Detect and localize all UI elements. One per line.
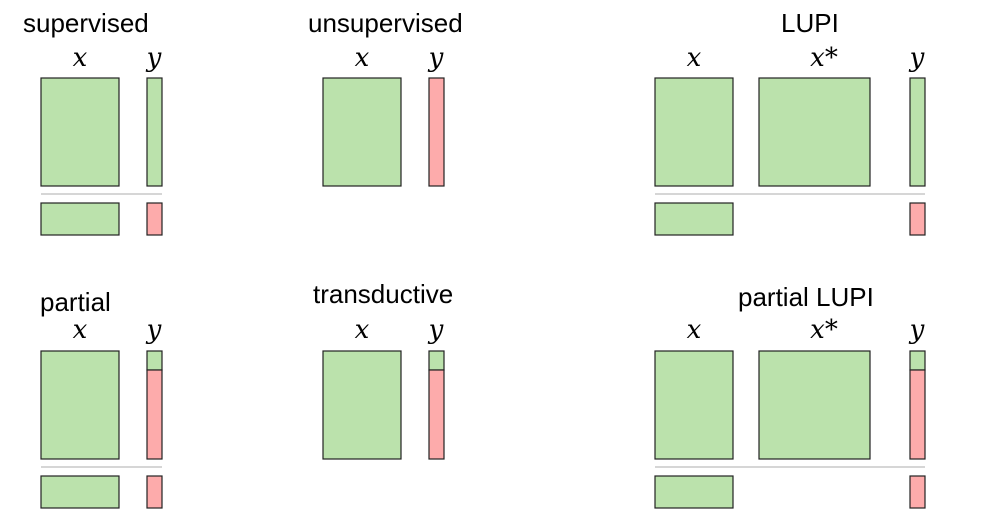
x-label: x <box>73 43 88 73</box>
y-train-labeled-block <box>909 350 926 371</box>
y-label: y <box>428 315 444 345</box>
panel-title: supervised <box>23 8 149 38</box>
x-train-block <box>322 350 402 460</box>
y-label: y <box>428 43 444 73</box>
panel-title: unsupervised <box>308 8 463 38</box>
y-train-labeled-block <box>909 77 926 187</box>
panel-transductive: transductive x y <box>313 279 453 460</box>
y-test-unknown-block <box>146 202 163 236</box>
panel-title: partial LUPI <box>738 282 874 312</box>
x-label: x <box>73 315 88 345</box>
x-train-block <box>40 77 120 187</box>
x-train-block <box>322 77 402 187</box>
x-star-label: x* <box>810 315 838 345</box>
panel-partial: partial x y <box>40 287 163 509</box>
y-label: y <box>146 43 162 73</box>
x-test-block <box>654 475 734 509</box>
panel-lupi: LUPI x x* y <box>654 8 926 236</box>
y-train-labeled-block <box>428 350 445 371</box>
x-test-block <box>40 202 120 236</box>
panel-title: LUPI <box>781 8 839 38</box>
y-label: y <box>909 43 925 73</box>
panel-unsupervised: unsupervised x y <box>308 8 463 187</box>
y-train-unknown-block <box>428 369 445 460</box>
x-star-label: x* <box>810 43 838 73</box>
x-star-train-block <box>758 350 871 460</box>
panel-partial-lupi: partial LUPI x x* y <box>654 282 926 509</box>
x-train-block <box>40 350 120 460</box>
x-test-block <box>40 475 120 509</box>
y-test-unknown-block <box>146 475 163 509</box>
x-train-block <box>654 350 734 460</box>
y-test-unknown-block <box>909 202 926 236</box>
x-train-block <box>654 77 734 187</box>
y-test-unknown-block <box>909 475 926 509</box>
x-label: x <box>355 43 370 73</box>
y-train-unknown-block <box>146 369 163 460</box>
y-train-unknown-block <box>909 369 926 460</box>
x-label: x <box>687 43 702 73</box>
x-test-block <box>654 202 734 236</box>
y-train-unknown-block <box>428 77 445 187</box>
y-train-labeled-block <box>146 77 163 187</box>
panel-title: transductive <box>313 279 453 309</box>
y-train-labeled-block <box>146 350 163 371</box>
x-label: x <box>355 315 370 345</box>
x-label: x <box>687 315 702 345</box>
y-label: y <box>909 315 925 345</box>
panel-supervised: supervised x y <box>23 8 163 236</box>
panel-title: partial <box>40 287 111 317</box>
x-star-train-block <box>758 77 871 187</box>
y-label: y <box>146 315 162 345</box>
